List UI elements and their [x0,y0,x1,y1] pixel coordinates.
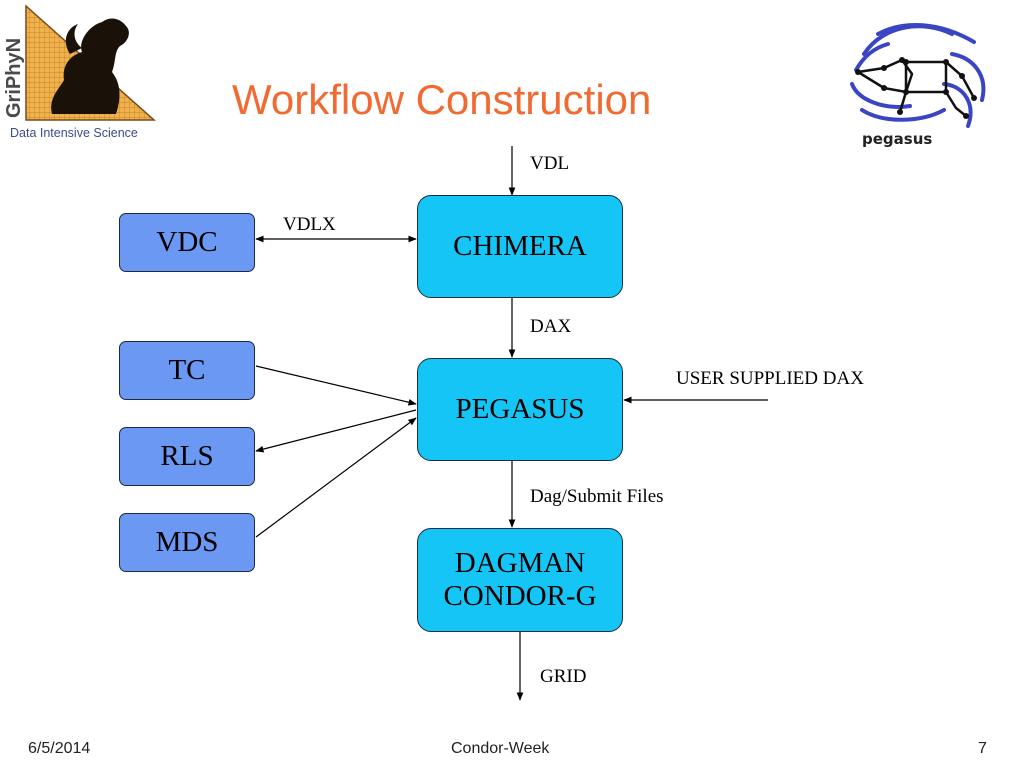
node-dagman-label-line1: DAGMAN [454,546,586,579]
edge-label-vdl: VDL [530,153,570,174]
node-pegasus: PEGASUS [417,358,623,461]
pegasus-logo-text: pegasus [862,130,932,148]
node-rls: RLS [119,427,255,486]
griphyn-logo-text: GriPhyN [4,38,25,118]
arrow-tc-to-pegasus [255,365,417,406]
node-mds-label: MDS [155,526,219,558]
edge-label-dag-submit: Dag/Submit Files [530,486,664,507]
node-dagman: DAGMAN CONDOR-G [417,528,623,632]
footer-center: Condor-Week [451,740,550,757]
footer-page-number: 7 [978,740,987,757]
node-vdc-label: VDC [156,226,218,258]
node-dagman-label-line2: CONDOR-G [443,580,597,612]
griphyn-caption: Data Intensive Science [10,126,138,140]
edge-label-user-dax: USER SUPPLIED DAX [676,368,864,389]
edge-label-grid: GRID [540,666,587,687]
arrow-mds-to-pegasus [255,417,417,538]
slide-title: Workflow Construction [232,76,652,123]
griphyn-logo: GriPhyN Data Intensive Science [3,2,166,144]
node-tc-label: TC [168,354,206,386]
node-chimera: CHIMERA [417,195,623,298]
node-vdc: VDC [119,213,255,272]
edge-label-dax: DAX [530,316,572,337]
node-rls-label: RLS [160,440,214,472]
node-mds: MDS [119,513,255,572]
footer-date: 6/5/2014 [28,740,91,757]
arrow-pegasus-to-rls [255,409,417,453]
edge-label-vdlx: VDLX [283,214,336,235]
pegasus-logo: pegasus [844,14,994,154]
node-tc: TC [119,341,255,400]
node-pegasus-label: PEGASUS [455,392,585,425]
node-chimera-label: CHIMERA [453,229,587,262]
